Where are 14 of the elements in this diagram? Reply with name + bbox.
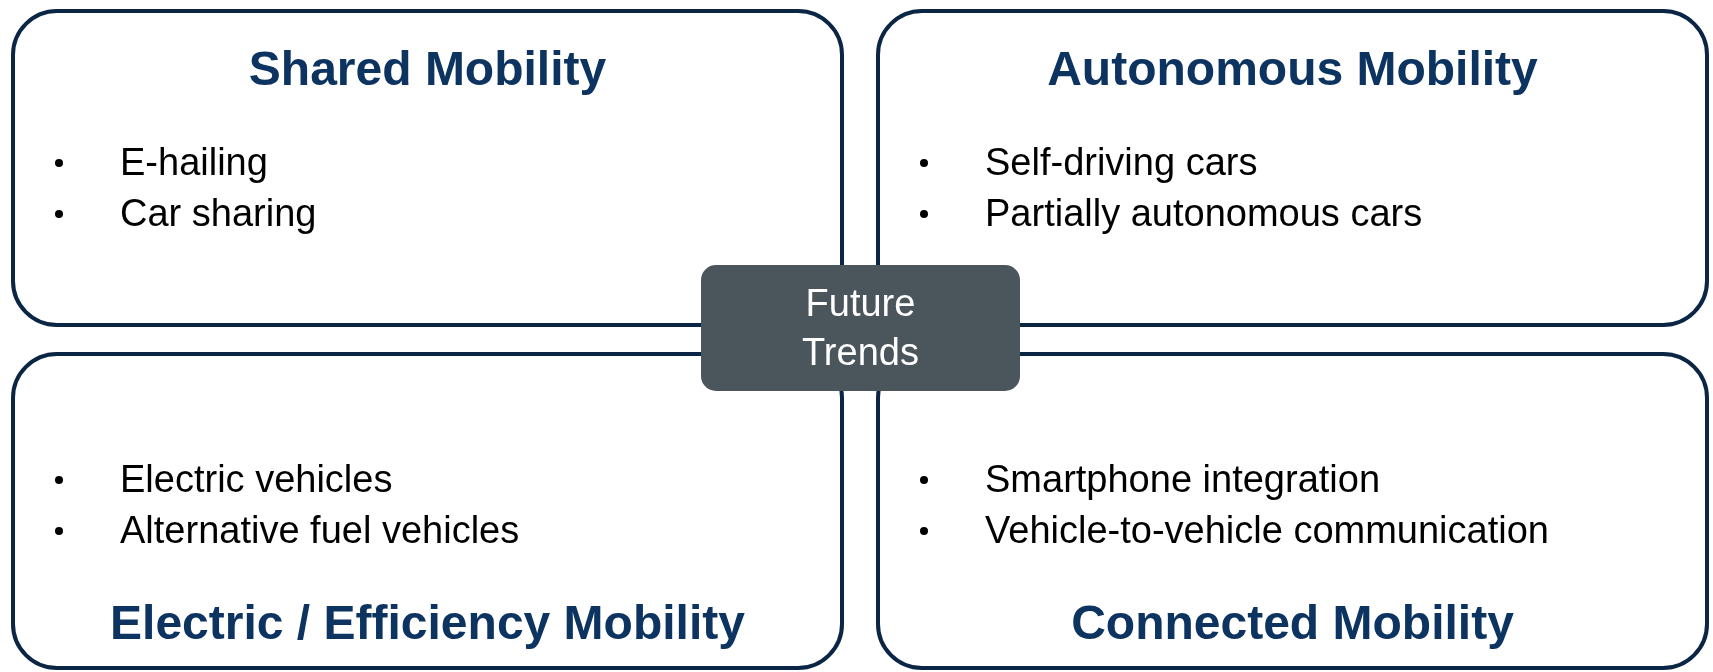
category-title: Connected Mobility	[1070, 595, 1515, 650]
bullet-item: Partially autonomous cars	[985, 192, 1423, 235]
center-box	[701, 265, 1020, 391]
bullet-item: E-hailing	[120, 141, 268, 184]
category-title: Shared Mobility	[247, 41, 608, 96]
category-title: Electric / Efficiency Mobility	[109, 595, 746, 650]
bullet-item: Alternative fuel vehicles	[120, 509, 520, 552]
bullet-item: Vehicle-to-vehicle communication	[985, 509, 1549, 552]
bullet-item: Car sharing	[120, 192, 317, 235]
bullet-item: Self-driving cars	[985, 141, 1258, 184]
center-label: Future Trends	[801, 280, 920, 375]
bullet-item: Smartphone integration	[985, 458, 1381, 501]
bullet-item: Electric vehicles	[120, 458, 393, 501]
category-title: Autonomous Mobility	[1046, 41, 1539, 96]
